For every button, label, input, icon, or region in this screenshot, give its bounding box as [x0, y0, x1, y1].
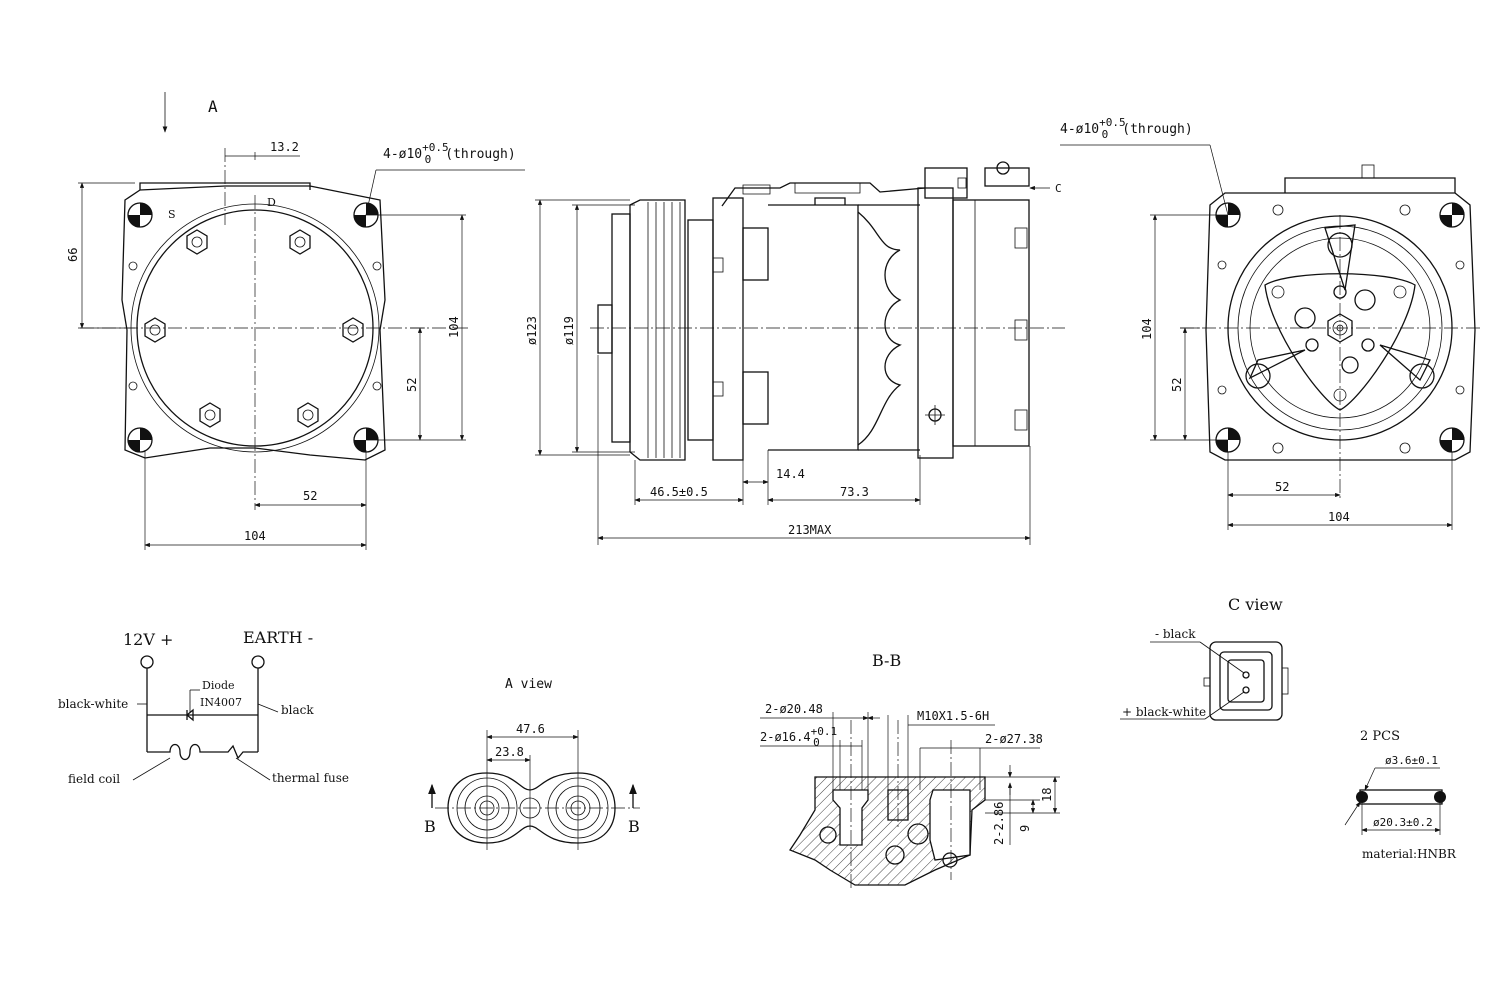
wiring-earth: EARTH - — [243, 628, 313, 647]
dim-overall-length: 213MAX — [788, 523, 832, 537]
c-view-title: C view — [1228, 595, 1283, 614]
rear-dim-height-total: 104 — [1140, 318, 1154, 340]
dim-bore-large: 2-ø20.48 — [765, 702, 823, 716]
diode-part: IN4007 — [200, 696, 242, 709]
rear-dim-width-total: 104 — [1328, 510, 1350, 524]
front-view: A S D 13.2 66 — [66, 92, 525, 550]
dim-height-total: 104 — [447, 316, 461, 338]
bb-section-title: B-B — [872, 651, 901, 670]
dim-flange-length: 14.4 — [776, 467, 805, 481]
dim-body-length: 73.3 — [840, 485, 869, 499]
wiring-diagram: 12V + EARTH - Diode IN4007 black-white b… — [58, 628, 349, 786]
dim-port-spacing: 47.6 — [516, 722, 545, 736]
dim-bore-outer: 2-ø27.38 — [985, 732, 1043, 746]
dim-step-height: 2-2.86 — [992, 802, 1006, 845]
mount-hole-top-left — [127, 202, 153, 228]
mount-hole-bottom-left — [127, 427, 153, 453]
wire-left-label: black-white — [58, 697, 128, 711]
suction-port-label: S — [168, 208, 176, 221]
front-view-title: A — [208, 97, 218, 116]
oring-qty: 2 PCS — [1360, 729, 1400, 744]
dim-height-half: 52 — [405, 378, 419, 392]
dim-pulley-outer: ø123 — [525, 316, 539, 345]
head-bolt — [144, 229, 364, 428]
wiring-positive: 12V + — [123, 630, 173, 649]
dim-offset: 13.2 — [270, 140, 299, 154]
oring-inner-dia: ø20.3±0.2 — [1373, 816, 1433, 829]
dim-pulley-inner: ø119 — [562, 316, 576, 345]
oring-cross-section: ø3.6±0.1 — [1385, 754, 1438, 767]
diode-label: Diode — [202, 679, 235, 692]
section-mark-right: B — [628, 817, 640, 836]
discharge-port-label: D — [267, 196, 276, 209]
field-coil-label: field coil — [68, 772, 120, 786]
a-view-title: A view — [505, 677, 552, 692]
c-view-pin-bottom: + black-white — [1122, 705, 1206, 719]
c-view-pin-top: - black — [1155, 627, 1196, 641]
dim-width-total: 104 — [244, 529, 266, 543]
dim-half-spacing: 23.8 — [495, 745, 524, 759]
oring-material: material:HNBR — [1362, 847, 1457, 861]
dim-hub-length: 46.5±0.5 — [650, 485, 708, 499]
dim-height-upper: 66 — [66, 248, 80, 262]
side-view: C ø123 ø119 46.5±0.5 14.4 73.3 213MAX — [525, 161, 1065, 545]
thermal-fuse-label: thermal fuse — [272, 771, 349, 785]
dim-thread: M10X1.5-6H — [917, 709, 989, 723]
dim-depth-step: 9 — [1018, 825, 1032, 832]
wire-right-label: black — [281, 703, 314, 717]
a-view: A view 47.6 23.8 B B — [424, 677, 640, 850]
dim-width-half: 52 — [303, 489, 317, 503]
rear-dim-height-half: 52 — [1170, 378, 1184, 392]
rear-dim-width-half: 52 — [1275, 480, 1289, 494]
dim-depth-total: 18 — [1040, 788, 1054, 802]
view-arrow-c: C — [1055, 182, 1062, 195]
o-ring: 2 PCS ø20.3±0.2 ø3.6±0.1 material:HNBR — [1344, 729, 1457, 861]
c-view: C view - black + black-white — [1120, 595, 1289, 721]
section-mark-left: B — [424, 817, 436, 836]
